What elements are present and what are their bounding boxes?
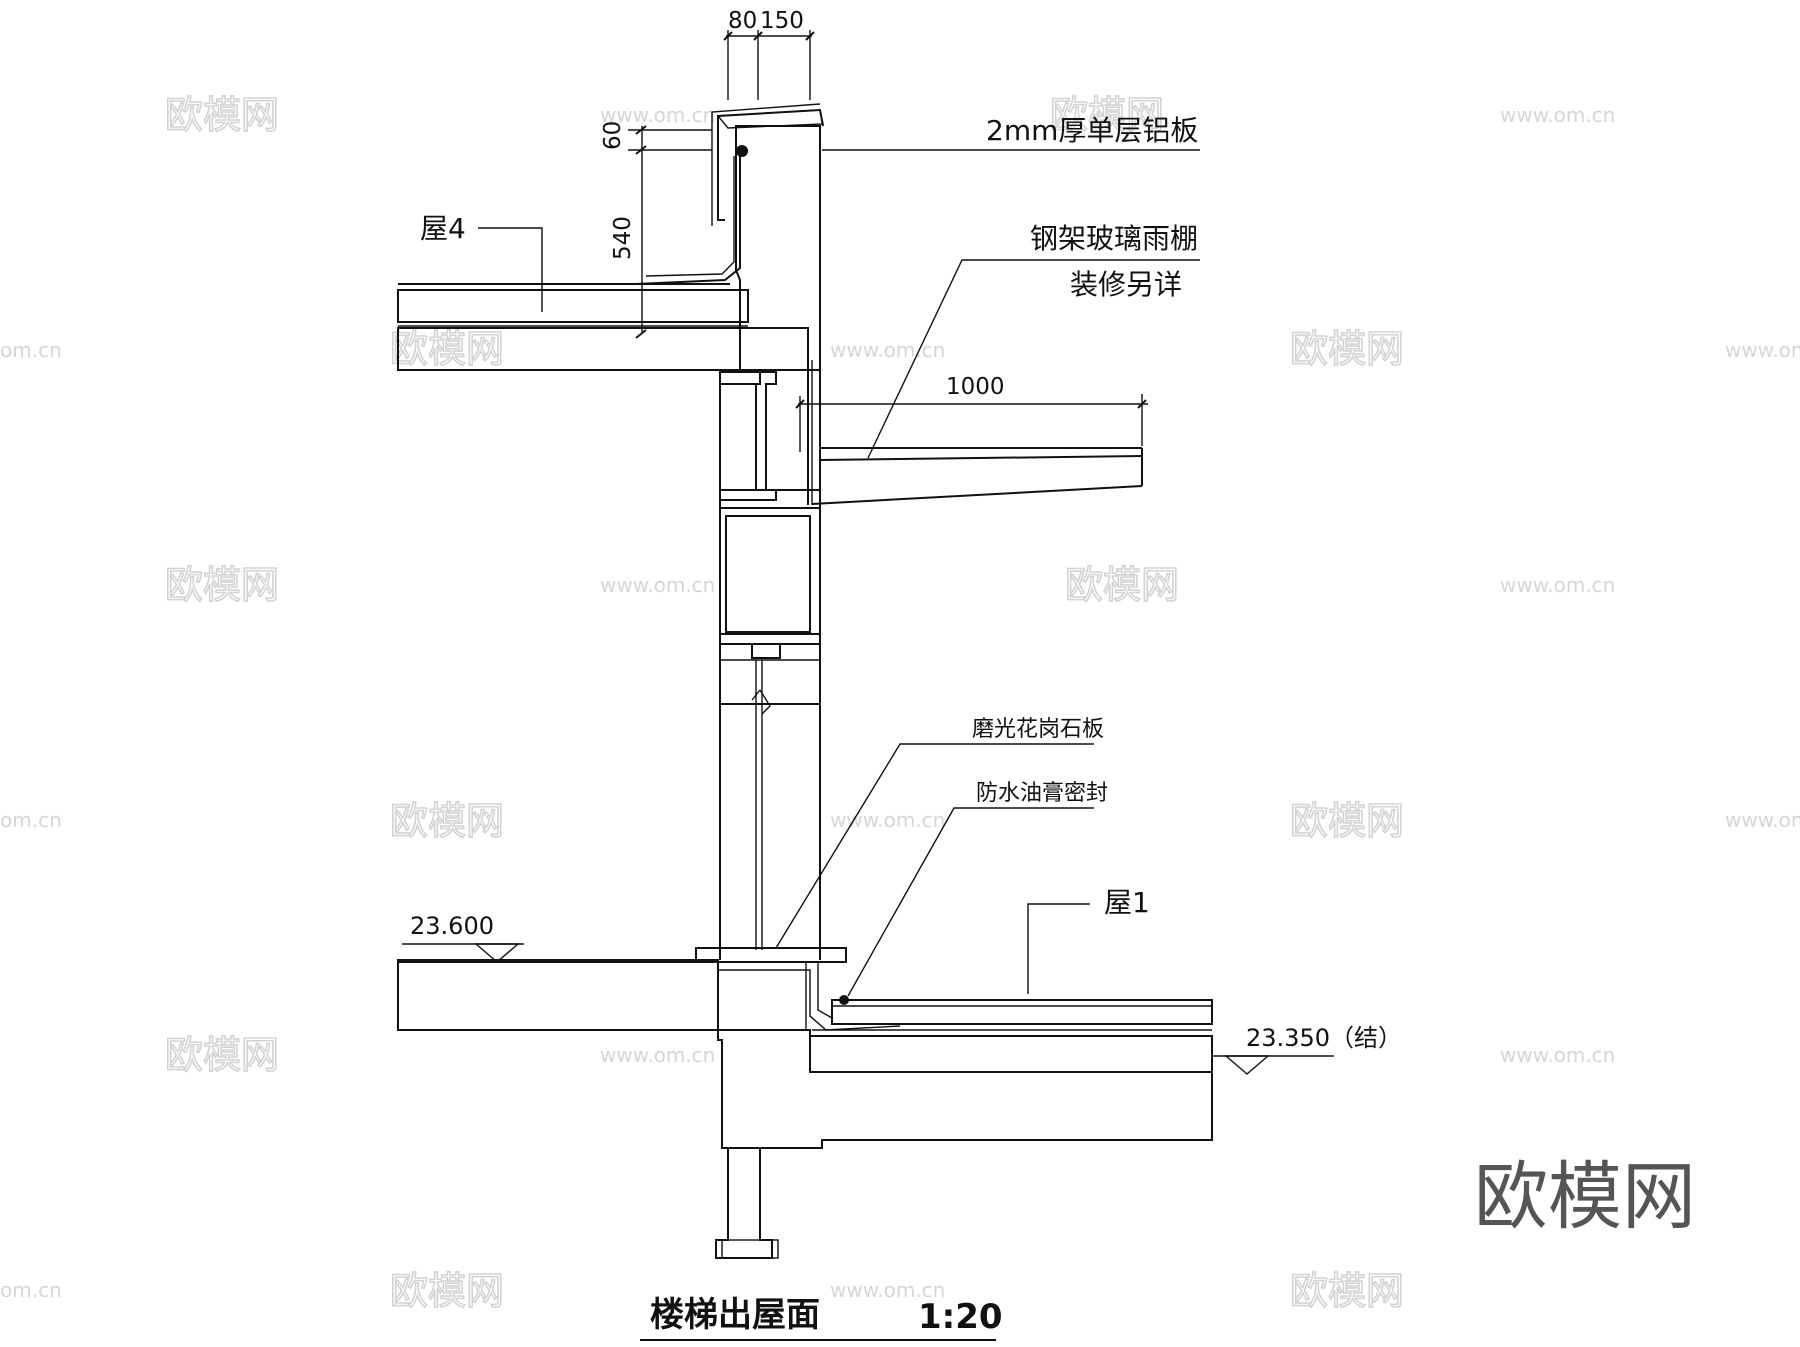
masonry-block — [725, 515, 811, 633]
watermark-logo: 欧模网 — [390, 327, 504, 371]
label-canopy-line1: 钢架玻璃雨棚 — [1030, 222, 1198, 255]
watermark-url: www.om.cn — [830, 1278, 945, 1302]
leader-roof4 — [478, 227, 543, 312]
watermark-layer: 欧模网 www.om.cn 欧模网 www.om.cn om.cn 欧模网 ww… — [0, 92, 1800, 1314]
watermark-logo: 欧模网 — [165, 1033, 279, 1077]
label-roof1: 屋1 — [1104, 886, 1150, 919]
door-head-detail — [751, 643, 781, 659]
steel-beam-upper — [719, 371, 777, 501]
watermark-url: www.om.cn — [1500, 103, 1615, 127]
watermark-url: www.om.cn — [830, 338, 945, 362]
watermark-url-partial: om.cn — [0, 338, 62, 362]
label-granite: 磨光花岗石板 — [972, 717, 1104, 742]
watermark-url: www.om.cn — [1725, 808, 1800, 832]
elevation-lower: 23.350（结） — [1246, 1024, 1402, 1052]
watermark-url-partial: om.cn — [0, 1278, 62, 1302]
canopy-steel-bracket — [719, 489, 821, 509]
dim-540: 540 — [610, 216, 636, 260]
leader-sealant — [847, 807, 1094, 997]
dimension-lines: 80 150 60 540 1000 — [600, 8, 1148, 452]
watermark-logo: 欧模网 — [390, 1269, 504, 1313]
dim-80: 80 — [728, 8, 757, 34]
upper-roof-section — [397, 103, 824, 385]
watermark-url: www.om.cn — [830, 808, 945, 832]
watermark-url-partial: om.cn — [0, 808, 62, 832]
upper-structural-slab — [397, 327, 809, 371]
watermark-logo: 欧模网 — [165, 93, 279, 137]
drawing-title: 楼梯出屋面 1:20 — [640, 1295, 1003, 1341]
glass-canopy — [811, 447, 1143, 505]
leader-roof1 — [1027, 903, 1090, 994]
lower-roof-section — [397, 947, 1213, 1259]
label-canopy-line2: 装修另详 — [1070, 268, 1182, 301]
label-sealant: 防水油膏密封 — [976, 781, 1108, 806]
label-roof4: 屋4 — [420, 212, 466, 245]
watermark-logo: 欧模网 — [165, 563, 279, 607]
watermark-url: www.om.cn — [600, 1043, 715, 1067]
lower-insulation-layer — [809, 1035, 1213, 1073]
dim-1000: 1000 — [946, 374, 1005, 400]
title-name: 楼梯出屋面 — [650, 1295, 820, 1335]
stair-enclosure-wall — [719, 360, 821, 960]
watermark-logo: 欧模网 — [1290, 1269, 1404, 1313]
elevation-marker-lower — [1224, 1055, 1270, 1075]
watermark-logo: 欧模网 — [390, 799, 504, 843]
watermark-url: www.om.cn — [1500, 1043, 1615, 1067]
watermark-url: www.om.cn — [1725, 338, 1800, 362]
elevation-marker-upper — [474, 943, 520, 963]
leader-canopy — [867, 259, 1200, 459]
label-aluminum-panel: 2mm厚单层铝板 — [986, 114, 1198, 147]
watermark-logo-large: 欧模网 — [1474, 1154, 1696, 1240]
watermark-logo: 欧模网 — [1050, 93, 1164, 137]
leader-granite — [775, 743, 1094, 949]
dim-150: 150 — [760, 8, 804, 34]
elevation-upper: 23.600 — [410, 912, 494, 940]
watermark-logo: 欧模网 — [1065, 563, 1179, 607]
watermark-url: www.om.cn — [600, 103, 715, 127]
anchor-bolt-marker — [736, 145, 748, 157]
watermark-url: www.om.cn — [1500, 573, 1615, 597]
watermark-logo: 欧模网 — [1290, 799, 1404, 843]
upper-insulation-layer — [397, 289, 749, 323]
lower-structural-slab — [397, 959, 1213, 1149]
watermark-logo: 欧模网 — [1290, 327, 1404, 371]
annotations: 2mm厚单层铝板 屋4 钢架玻璃雨棚 装修另详 磨光花岗石板 防水油膏密封 屋1… — [402, 114, 1402, 1075]
steel-beam-lower — [715, 1147, 773, 1259]
title-scale: 1:20 — [918, 1297, 1003, 1337]
watermark-url: www.om.cn — [600, 573, 715, 597]
sealant-marker — [839, 995, 849, 1005]
lower-finish-layer — [831, 999, 1213, 1025]
dim-60: 60 — [600, 121, 626, 150]
canopy-bottom-line — [811, 485, 1143, 505]
